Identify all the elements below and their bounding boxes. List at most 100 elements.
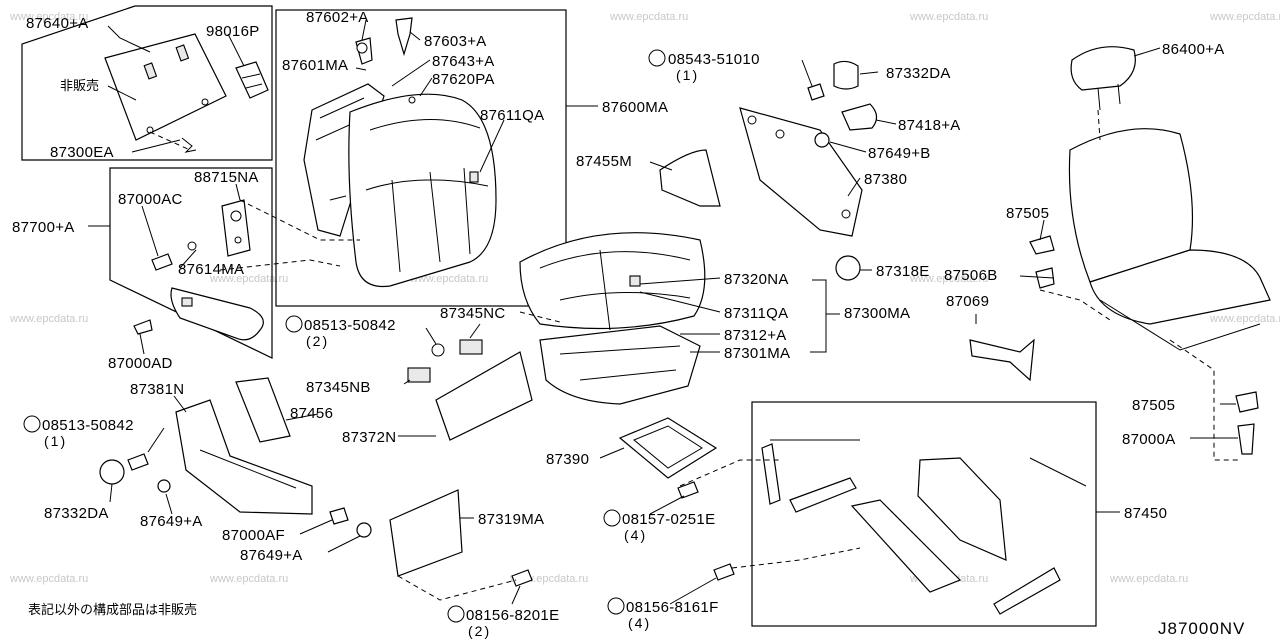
label-87450: 87450 [1124, 505, 1167, 522]
bolt-08157 [677, 481, 699, 499]
qty-08156-8161: (4) [628, 615, 651, 631]
label-87300EA: 87300EA [50, 144, 114, 161]
armrest-87614 [170, 287, 264, 341]
watermark: www.epcdata.ru [1209, 11, 1280, 23]
label-88715NA: 88715NA [194, 169, 259, 186]
clip-87505 [1029, 235, 1055, 255]
label-87332DA-top: 87332DA [886, 65, 951, 82]
bolt-87000AC [151, 241, 197, 271]
watermark: www.epcdata.ru [1209, 313, 1280, 325]
label-08156-8161: 08156-8161F [626, 599, 719, 616]
qty-08513-left: (1) [44, 433, 67, 449]
label-87381N: 87381N [130, 381, 184, 398]
label-87345NB: 87345NB [306, 379, 371, 396]
watermark: www.epcdata.ru [409, 273, 488, 285]
qty-08156-8201: (2) [468, 623, 491, 639]
label-87649A-1: 87649+A [140, 513, 203, 530]
label-87372N: 87372N [342, 429, 396, 446]
watermarks: www.epcdata.ru www.epcdata.ru www.epcdat… [9, 11, 1280, 585]
label-87312: 87312+A [724, 327, 787, 344]
clip-87649B [814, 132, 830, 148]
s-symbol [648, 49, 666, 67]
label-87614MA: 87614MA [178, 261, 244, 278]
label-86400: 86400+A [1162, 41, 1225, 58]
nut-87318E [835, 255, 861, 281]
label-not-sold: 非販売 [60, 78, 99, 94]
bolt-87000AF [329, 507, 349, 525]
connection-lines [219, 109, 1240, 601]
label-87318E: 87318E [876, 263, 930, 280]
strap-87069 [969, 338, 1035, 382]
cap-87505-lower [1235, 391, 1259, 413]
cover-87319 [389, 489, 463, 577]
box-seatback [275, 9, 567, 307]
box-seatback-panel [21, 5, 273, 161]
label-87649B: 87649+B [868, 145, 931, 162]
b-symbol [603, 509, 621, 527]
bolt-08156-8161 [713, 563, 735, 581]
qty-08513-mid: (2) [306, 333, 329, 349]
clip-87649A-2 [356, 522, 372, 538]
nut-87506B [1035, 267, 1055, 289]
screw-08513 [127, 453, 149, 471]
label-08513-mid: 08513-50842 [304, 317, 396, 334]
label-87506B: 87506B [944, 267, 998, 284]
knob-87332DA-lower [99, 459, 125, 485]
label-87320NA: 87320NA [724, 271, 789, 288]
watermark: www.epcdata.ru [909, 273, 988, 285]
label-87643: 87643+A [432, 53, 495, 70]
note-japanese: 表記以外の構成部品は非販売 [28, 602, 197, 618]
label-87319MA: 87319MA [478, 511, 544, 528]
label-08156-8201: 08156-8201E [466, 607, 559, 624]
cover-87455 [659, 149, 721, 207]
label-98016P: 98016P [206, 23, 260, 40]
label-87000A: 87000A [1122, 431, 1176, 448]
label-87620PA: 87620PA [432, 71, 495, 88]
box-armrest [109, 167, 273, 359]
label-87380: 87380 [864, 171, 907, 188]
watermark: www.epcdata.ru [209, 573, 288, 585]
tag-87611 [469, 171, 479, 183]
seatback-cushion-87620 [348, 93, 497, 288]
label-87069: 87069 [946, 293, 989, 310]
label-87600MA: 87600MA [602, 99, 668, 116]
cushion-frame-87301 [539, 325, 701, 405]
knob-87332DA [833, 60, 859, 90]
tray-87390 [618, 417, 718, 479]
diagram-code: J87000NV [1158, 619, 1245, 638]
label-87300MA: 87300MA [844, 305, 910, 322]
label-87345NC: 87345NC [440, 305, 505, 322]
slide-adjuster-87450 [761, 439, 1087, 615]
label-87602: 87602+A [306, 9, 369, 26]
clip-98016 [235, 61, 269, 99]
labels: 87640+A 98016P 非販売 87300EA 87602+A 87603… [12, 9, 1245, 639]
label-87700: 87700+A [12, 219, 75, 236]
label-08543: 08543-51010 [668, 51, 760, 68]
watermark: www.epcdata.ru [909, 11, 988, 23]
box-slide-adjuster [751, 401, 1097, 627]
clip-87649A [157, 479, 171, 493]
headrest-guide-87603 [395, 17, 413, 57]
lever-87418 [841, 103, 878, 131]
screw-08543 [807, 83, 825, 101]
label-87505-bottom: 87505 [1132, 397, 1175, 414]
label-87418: 87418+A [898, 117, 961, 134]
label-87301MA: 87301MA [724, 345, 790, 362]
watermark: www.epcdata.ru [9, 573, 88, 585]
screw-87000AD [133, 319, 153, 335]
label-87601MA: 87601MA [282, 57, 348, 74]
qty-08543: (1) [676, 67, 699, 83]
bracket-87372 [407, 339, 533, 441]
bracket-87456 [235, 377, 291, 443]
s-symbol [285, 315, 303, 333]
label-87000AF: 87000AF [222, 527, 285, 544]
seatback-finisher-87640 [104, 33, 227, 153]
label-87456: 87456 [290, 405, 333, 422]
label-87611QA: 87611QA [480, 107, 544, 124]
label-87332DA-bottom: 87332DA [44, 505, 109, 522]
label-87390: 87390 [546, 451, 589, 468]
label-87505-top: 87505 [1006, 205, 1049, 222]
headrest-guide-87602 [355, 37, 373, 65]
label-87649A-2: 87649+A [240, 547, 303, 564]
